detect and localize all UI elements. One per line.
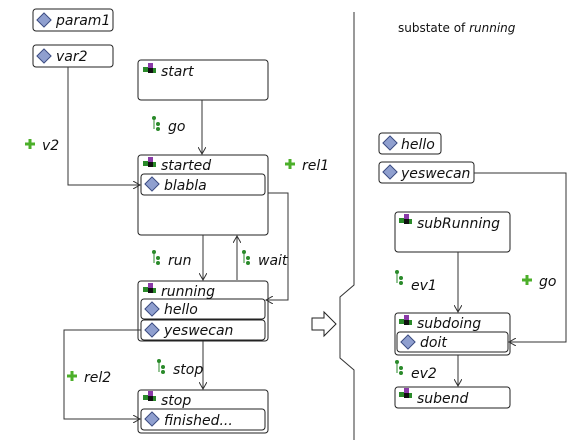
state-running-attr-hello: hello (164, 302, 198, 318)
substate-header: substate of running (398, 21, 516, 35)
plus-icon (25, 139, 35, 149)
state-started-label: started (161, 158, 211, 174)
plus-icon (67, 371, 77, 381)
transition-go[interactable]: go (151, 115, 185, 135)
plus-icon (285, 159, 295, 169)
state-subend[interactable]: subend (394, 386, 511, 409)
plus-icon (522, 275, 532, 285)
transition-rel1-label: rel1 (302, 158, 329, 174)
state-running-label: running (161, 284, 215, 300)
param-var2-label: var2 (56, 49, 88, 65)
state-started[interactable]: started blabla (137, 154, 269, 236)
transition-ev2-label: ev2 (411, 366, 437, 382)
transition-ev2[interactable]: ev2 (394, 359, 437, 382)
edge-sub-go[interactable] (474, 172, 567, 342)
state-running-attr-yeswecan: yeswecan (163, 323, 233, 339)
transition-ev1[interactable]: ev1 (394, 269, 437, 294)
state-stop-attr: finished... (164, 413, 233, 429)
transition-wait-label: wait (258, 253, 288, 269)
transition-stop[interactable]: stop (156, 358, 203, 378)
transition-wait[interactable]: wait (241, 249, 288, 269)
edge-rel1[interactable] (266, 192, 289, 300)
state-subdoing-attr: doit (420, 335, 447, 351)
edge-rel2[interactable] (63, 329, 141, 419)
sub-param-yeswecan-label: yeswecan (400, 166, 470, 182)
transition-sub-go-label: go (539, 274, 556, 290)
param-param1-label: param1 (55, 13, 110, 29)
transition-rel2[interactable]: rel2 (67, 370, 111, 386)
transition-run-label: run (168, 253, 192, 269)
transition-stop-label: stop (173, 362, 203, 378)
state-started-attr: blabla (164, 178, 207, 194)
transition-rel1[interactable]: rel1 (285, 158, 329, 174)
state-running[interactable]: running hello yeswecan (137, 280, 269, 342)
state-subdoing[interactable]: subdoing doit (394, 312, 511, 356)
edge-v2[interactable] (67, 67, 140, 185)
param-param1[interactable]: param1 (32, 8, 114, 32)
transition-go-label: go (168, 119, 185, 135)
transition-v2-label: v2 (42, 138, 59, 154)
state-start-label: start (161, 64, 194, 80)
transition-rel2-label: rel2 (84, 370, 111, 386)
state-subrunning[interactable]: subRunning (394, 211, 511, 253)
transition-sub-go[interactable]: go (522, 274, 556, 290)
sub-param-hello-label: hello (401, 137, 435, 153)
state-start[interactable]: start (137, 59, 269, 101)
state-stop-label: stop (161, 393, 191, 409)
transition-ev1-label: ev1 (411, 278, 437, 294)
sub-param-yeswecan[interactable]: yeswecan (378, 161, 475, 184)
state-subend-label: subend (417, 391, 469, 407)
param-var2[interactable]: var2 (32, 44, 114, 68)
state-subdoing-label: subdoing (417, 316, 481, 332)
sub-param-hello[interactable]: hello (378, 132, 442, 155)
transition-run[interactable]: run (151, 249, 192, 269)
state-subrunning-label: subRunning (417, 216, 500, 232)
expand-arrow-icon[interactable] (311, 310, 337, 338)
substate-divider (339, 12, 355, 440)
state-stop[interactable]: stop finished... (137, 389, 269, 434)
transition-v2[interactable]: v2 (25, 138, 59, 154)
